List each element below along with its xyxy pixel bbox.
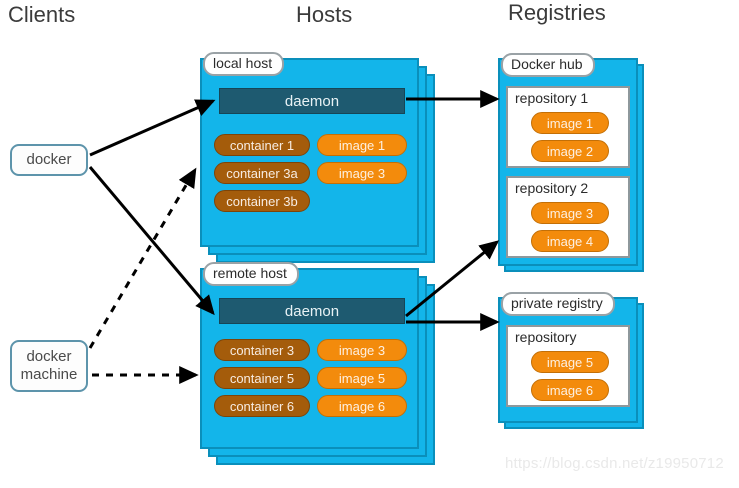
image-pill[interactable]: image 1 xyxy=(531,112,609,134)
repository-label: repository xyxy=(515,329,577,345)
column-title-clients: Clients xyxy=(8,2,76,27)
repository-box[interactable]: repository image 5 image 6 xyxy=(506,325,630,407)
repository-label: repository 1 xyxy=(515,90,589,106)
watermark: https://blog.csdn.net/z19950712 xyxy=(505,455,724,472)
image-pill[interactable]: image 3 xyxy=(317,162,407,184)
container-pill[interactable]: container 3a xyxy=(214,162,310,184)
client-docker-machine-line2: machine xyxy=(20,366,78,383)
container-pill[interactable]: container 6 xyxy=(214,395,310,417)
arrow-docker-to-remote-daemon xyxy=(88,166,215,316)
container-pill[interactable]: container 5 xyxy=(214,367,310,389)
image-pill[interactable]: image 5 xyxy=(317,367,407,389)
client-docker-machine-label: docker machine xyxy=(21,348,78,384)
repository-box[interactable]: repository 2 image 3 image 4 xyxy=(506,176,630,258)
column-title-registries: Registries xyxy=(508,0,606,25)
host-local-host[interactable]: local host daemon container 1 container … xyxy=(200,52,435,263)
image-pill[interactable]: image 4 xyxy=(531,230,609,252)
registry-docker-hub-tag: Docker hub xyxy=(501,53,595,77)
container-pill[interactable]: container 3 xyxy=(214,339,310,361)
host-remote-host[interactable]: remote host daemon container 3 container… xyxy=(200,262,445,478)
host-remote-host-tag: remote host xyxy=(203,262,299,286)
host-local-host-tag: local host xyxy=(203,52,285,76)
daemon-remote-host[interactable]: daemon xyxy=(219,298,405,324)
image-pill[interactable]: image 1 xyxy=(317,134,407,156)
container-pill[interactable]: container 1 xyxy=(214,134,310,156)
client-docker[interactable]: docker xyxy=(10,144,88,176)
registry-private-registry[interactable]: private registry repository image 5 imag… xyxy=(498,292,644,429)
arrow-docker-to-local-daemon xyxy=(89,99,216,157)
image-pill[interactable]: image 2 xyxy=(531,140,609,162)
client-docker-machine-line1: docker xyxy=(26,348,72,365)
arrow-docker-machine-to-local-host xyxy=(88,167,197,349)
image-pill[interactable]: image 3 xyxy=(317,339,407,361)
repository-box[interactable]: repository 1 image 1 image 2 xyxy=(506,86,630,168)
image-pill[interactable]: image 5 xyxy=(531,351,609,373)
image-pill[interactable]: image 3 xyxy=(531,202,609,224)
registry-private-registry-tag: private registry xyxy=(501,292,615,316)
client-docker-machine[interactable]: docker machine xyxy=(10,340,88,392)
image-pill[interactable]: image 6 xyxy=(317,395,407,417)
daemon-local-host[interactable]: daemon xyxy=(219,88,405,114)
registry-docker-hub[interactable]: Docker hub repository 1 image 1 image 2 … xyxy=(498,53,644,272)
repository-label: repository 2 xyxy=(515,180,589,196)
image-pill[interactable]: image 6 xyxy=(531,379,609,401)
column-title-hosts: Hosts xyxy=(296,2,353,27)
container-pill[interactable]: container 3b xyxy=(214,190,310,212)
